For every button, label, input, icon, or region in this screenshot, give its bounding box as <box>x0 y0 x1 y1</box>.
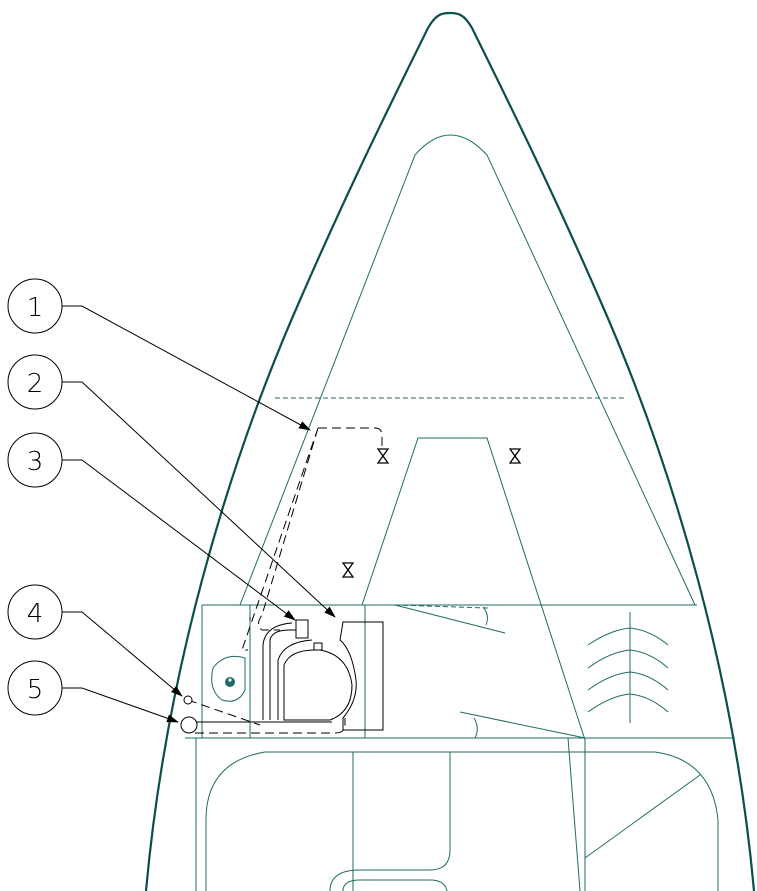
forepeak-locker <box>239 134 696 606</box>
macerator-pump <box>283 649 353 721</box>
hull-starboard-side <box>449 11 756 891</box>
leader-line-1 <box>62 305 311 431</box>
holding-tank <box>339 621 384 731</box>
leader-line-2 <box>62 381 336 618</box>
callout-bubble-1 <box>7 278 63 334</box>
callout-bubble-4 <box>7 584 63 640</box>
pipe-inner <box>262 622 300 720</box>
saloon-berth-outline <box>205 751 719 891</box>
diverter-valve <box>295 619 309 639</box>
basin-recess <box>211 655 246 702</box>
callout-number-3: 3 <box>27 447 44 477</box>
hourglass-icon <box>341 562 355 578</box>
thru-hull-fitting <box>180 716 198 734</box>
leader-line-4 <box>62 611 183 697</box>
deck-fittings <box>341 448 522 578</box>
saloon-table <box>329 752 451 891</box>
cushion-angle-upper <box>482 606 488 626</box>
callout-labels: 1 2 3 4 5 <box>27 293 44 705</box>
callout-number-4: 4 <box>27 599 44 629</box>
callout-number-5: 5 <box>27 675 44 705</box>
leader-line-3 <box>62 459 296 621</box>
pump-inner <box>277 639 313 720</box>
vent-fitting <box>183 695 193 705</box>
saloon-post <box>567 737 581 891</box>
anchor-rack <box>587 612 669 723</box>
saloon-table-inner <box>342 879 448 891</box>
saloon-cross-brace <box>584 774 701 859</box>
callout-number-2: 2 <box>27 369 44 399</box>
hourglass-icon <box>376 448 390 464</box>
hourglass-icon <box>508 448 522 464</box>
callout-bubble-2 <box>7 354 63 410</box>
cushion-line-upper <box>394 604 506 634</box>
hose-run <box>241 427 383 651</box>
callout-bubble-5 <box>7 660 63 716</box>
equipment <box>180 427 384 734</box>
leader-line-5 <box>62 687 179 723</box>
drain-icon <box>225 677 235 687</box>
interior-structure <box>185 134 735 891</box>
pipe-lower-outline <box>195 718 346 734</box>
cushion-angle-lower <box>473 717 478 739</box>
hull-port-side <box>144 11 451 891</box>
callouts <box>7 278 336 723</box>
callout-number-1: 1 <box>27 293 44 323</box>
callout-bubble-3 <box>7 432 63 488</box>
pump-port <box>313 642 323 651</box>
hull-outline <box>144 11 756 891</box>
pipe-small-outline <box>187 699 261 726</box>
forward-hatch <box>361 437 586 741</box>
cushion-line-lower <box>459 711 586 739</box>
